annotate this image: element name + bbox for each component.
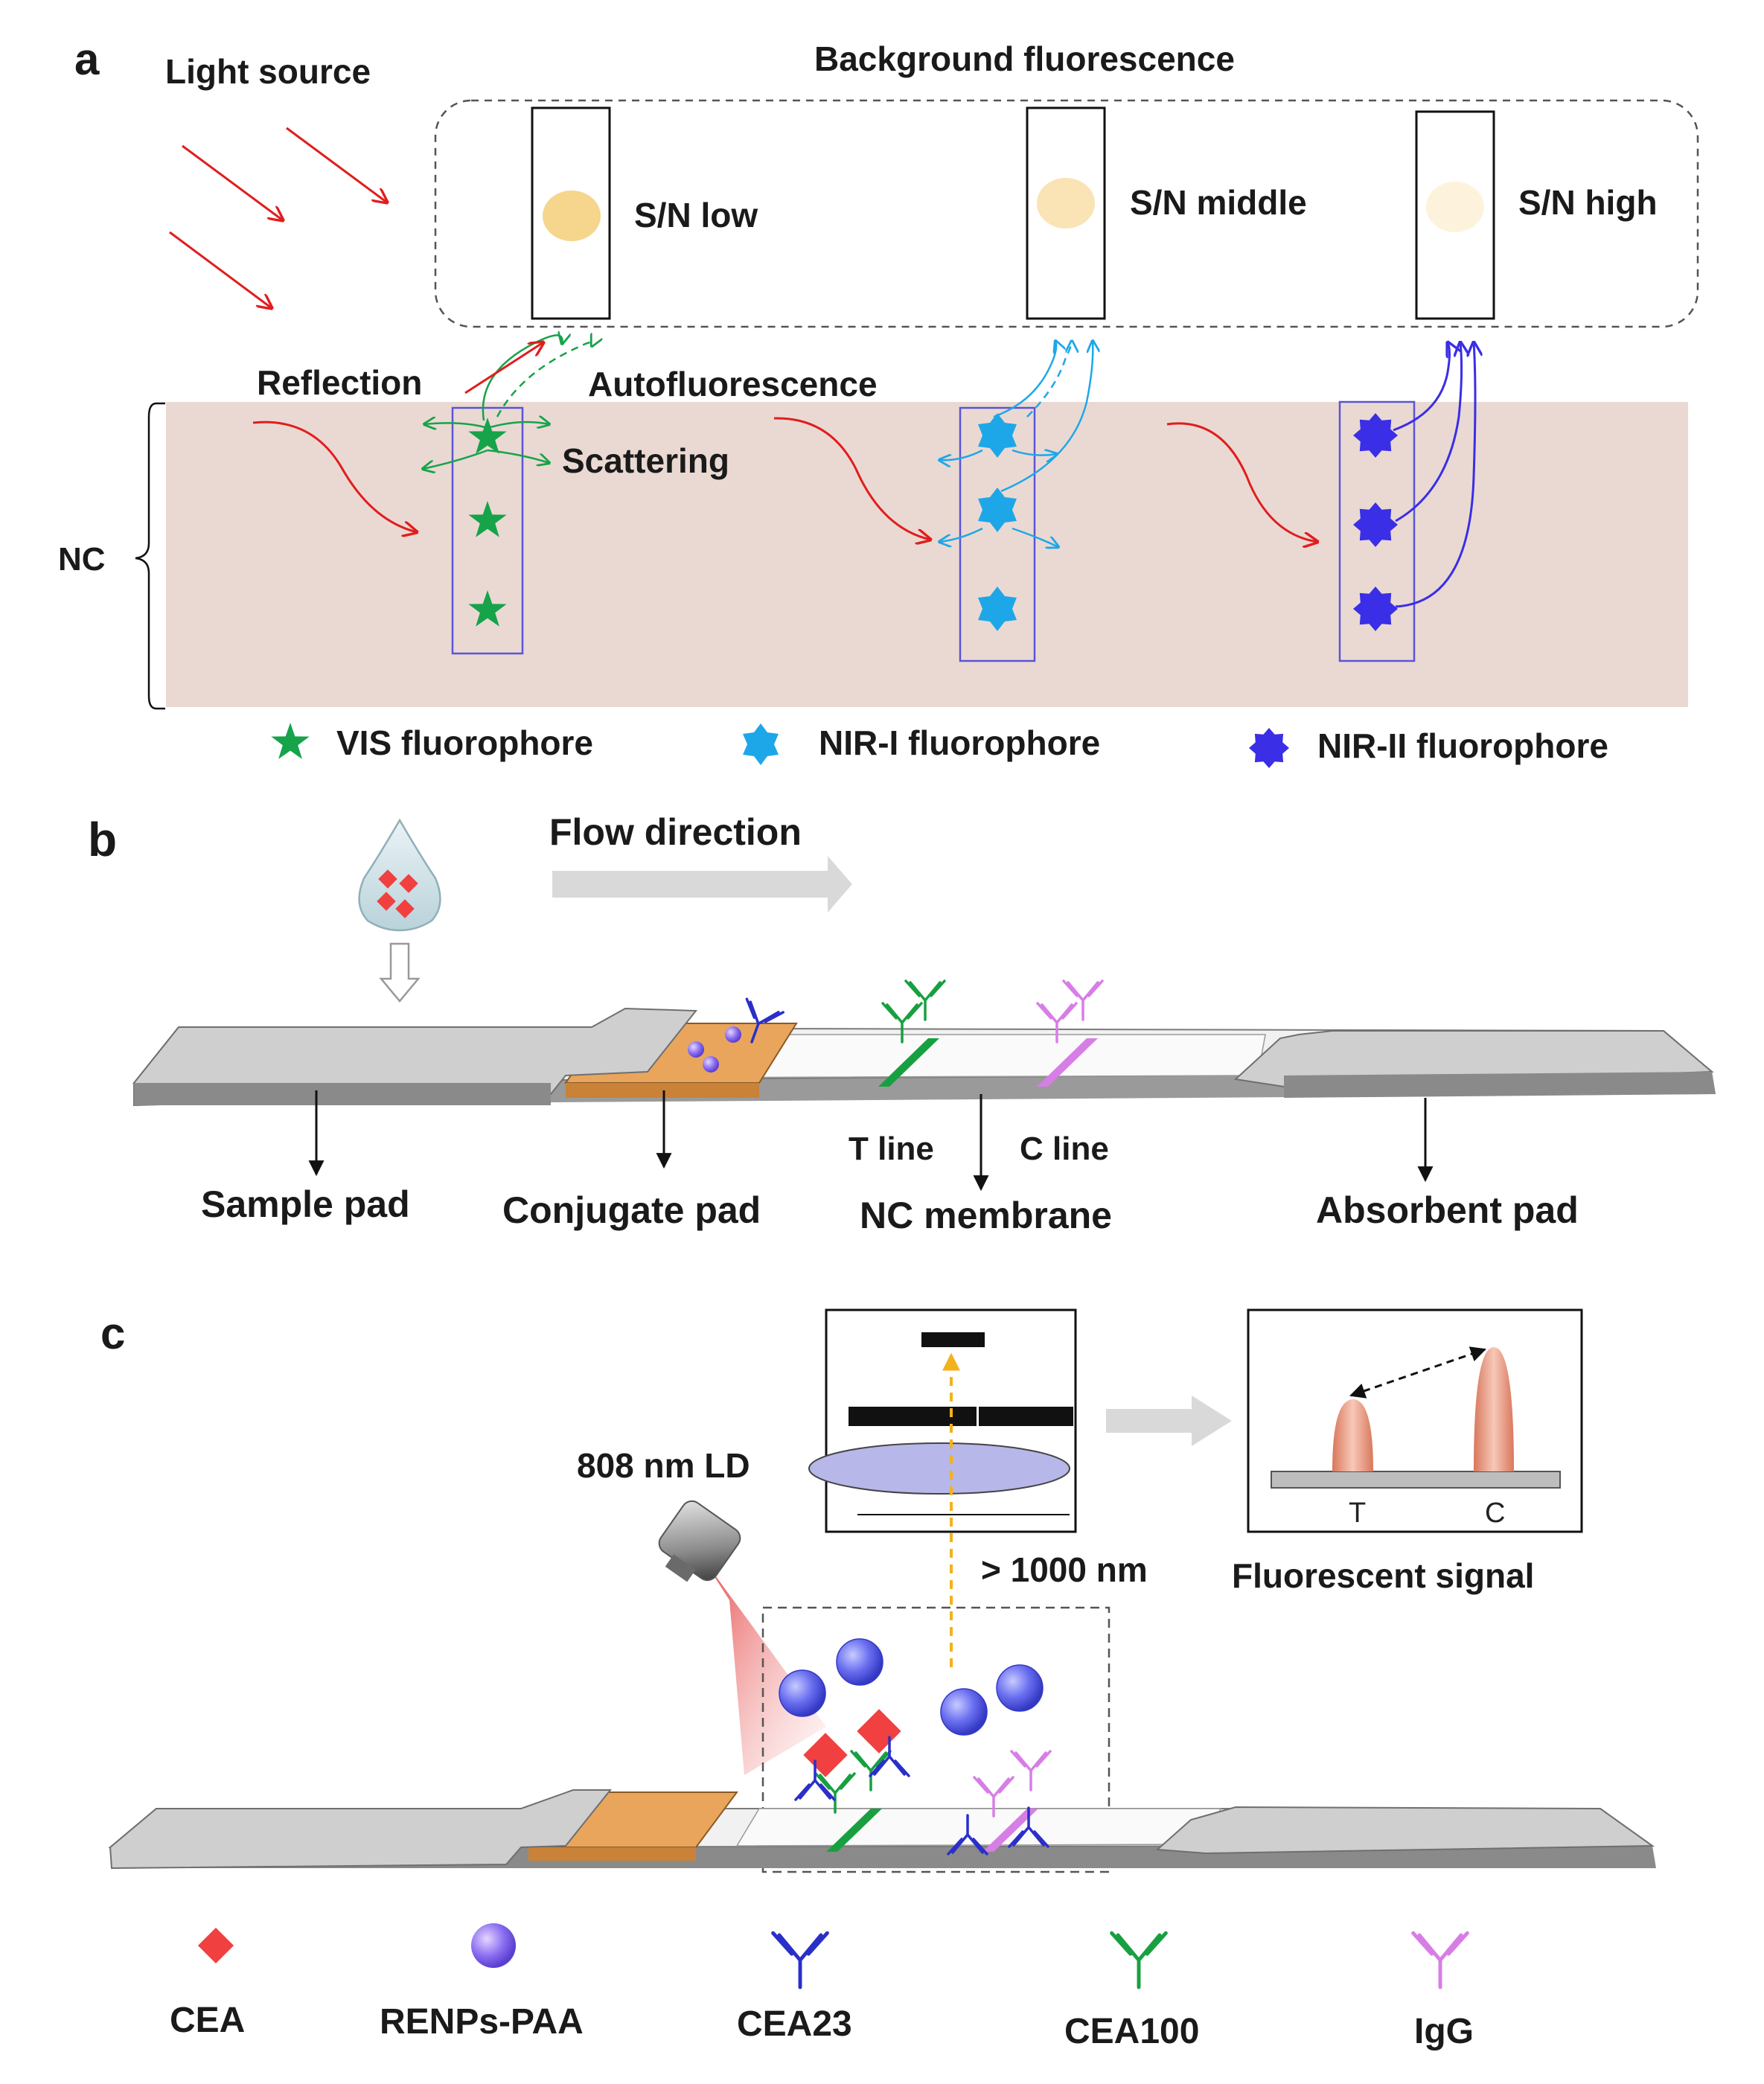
light-source-label: Light source <box>165 52 371 91</box>
reflection-label: Reflection <box>257 363 422 402</box>
legend-igg: IgG <box>1413 1933 1474 2051</box>
flow-direction-label: Flow direction <box>549 811 802 853</box>
renps-sphere-icon <box>471 1923 516 1968</box>
c-line-shape <box>1037 1038 1098 1087</box>
nc-brace <box>135 402 165 710</box>
nir1-test-zone <box>959 406 1036 662</box>
autofluorescence-label: Autofluorescence <box>588 365 878 403</box>
detector-strip-middle <box>1026 106 1106 320</box>
t-line-label: T line <box>849 1131 934 1167</box>
legend-nir2-label: NIR-II fluorophore <box>1317 726 1608 765</box>
detector-box <box>808 1308 1077 1533</box>
wavelength-label: > 1000 nm <box>981 1550 1148 1589</box>
background-fluorescence-box <box>434 99 1699 328</box>
excitation-curves <box>252 417 1317 542</box>
sn-high-label: S/N high <box>1518 183 1658 222</box>
legend-vis-label: VIS fluorophore <box>336 723 593 762</box>
panel-c-letter: c <box>100 1308 125 1358</box>
c-axis-label: C <box>1485 1498 1505 1529</box>
nc-membrane-band <box>166 402 1688 707</box>
panel-a-letter: a <box>74 34 100 84</box>
panel-b-letter: b <box>88 813 117 866</box>
legend-nir1-label: NIR-I fluorophore <box>819 723 1100 762</box>
flow-direction-arrow <box>552 856 852 912</box>
strip-pointers <box>308 1090 1434 1192</box>
sample-droplet-icon <box>358 818 441 932</box>
nir2-emission-arrows <box>1393 342 1475 608</box>
nir1-fluorophores <box>978 413 1017 631</box>
laser-diode-icon <box>658 1500 826 1775</box>
zoom-box <box>761 1606 1111 1873</box>
nir1-star-icon <box>743 723 779 765</box>
signal-box: T C <box>1247 1308 1583 1533</box>
sn-middle-label: S/N middle <box>1130 183 1307 222</box>
conjugate-pad-label: Conjugate pad <box>502 1189 761 1231</box>
c-line-label: C line <box>1020 1131 1109 1167</box>
sample-drop-arrow <box>379 942 421 1003</box>
legend-cea23: CEA23 <box>737 1933 852 2044</box>
nir1-emission-arrows <box>939 341 1093 547</box>
t-peak <box>1332 1399 1373 1471</box>
sample-pad-label: Sample pad <box>201 1183 410 1225</box>
vis-star-icon <box>271 723 310 759</box>
lateral-flow-strip-c <box>108 1789 1656 1870</box>
panel-b: b Flow direction <box>88 811 1716 1236</box>
nc-membrane-label: NC membrane <box>860 1195 1112 1236</box>
cea23-antibody-icon <box>773 1933 828 1987</box>
detector-strip-high <box>1415 110 1495 320</box>
lateral-flow-strip <box>132 1007 1716 1107</box>
laser-label: 808 nm LD <box>577 1446 750 1485</box>
legend-renps-label: RENPs-PAA <box>380 2002 584 2042</box>
nir2-test-zone <box>1338 400 1416 662</box>
legend-nir1: NIR-I fluorophore <box>743 723 1100 765</box>
legend-cea100: CEA100 <box>1064 1933 1199 2051</box>
conjugate-particles <box>688 997 784 1073</box>
immune-complexes <box>779 1638 1052 1856</box>
legend-cea-label: CEA <box>170 2001 245 2040</box>
light-rays <box>169 127 387 308</box>
t-line-shape <box>878 1038 939 1087</box>
signal-transfer-arrow <box>1106 1396 1232 1446</box>
legend-cea100-label: CEA100 <box>1064 2012 1199 2051</box>
panel-c: c T C 808 nm LD > 1000 nm Fluor <box>100 1308 1656 2051</box>
fluorescent-signal-label: Fluorescent signal <box>1232 1556 1534 1595</box>
cea-diamond-icon <box>197 1927 234 1964</box>
vis-fluorophores <box>468 418 507 627</box>
nc-label: NC <box>58 541 106 578</box>
legend-igg-label: IgG <box>1414 2012 1474 2051</box>
legend-renps: RENPs-PAA <box>380 1923 584 2042</box>
nir2-star-icon <box>1249 728 1289 768</box>
cea100-antibody-icon <box>1112 1933 1166 1987</box>
background-fluorescence-label: Background fluorescence <box>814 39 1235 78</box>
igg-antibody-icon <box>1413 1933 1468 1987</box>
reflection-arrow <box>464 342 543 394</box>
nir2-fluorophores <box>1353 413 1398 631</box>
panel-a: a Light source Background fluorescence S… <box>58 34 1699 768</box>
legend-vis: VIS fluorophore <box>271 723 593 762</box>
legend-nir2: NIR-II fluorophore <box>1249 726 1608 768</box>
detector-strip-low <box>531 106 611 320</box>
sn-low-label: S/N low <box>634 196 758 234</box>
legend-cea23-label: CEA23 <box>737 2004 852 2044</box>
scattering-label: Scattering <box>562 441 729 480</box>
t-axis-label: T <box>1349 1498 1366 1529</box>
vis-scattering-arrows <box>423 335 592 469</box>
legend-cea: CEA <box>170 1927 245 2040</box>
vis-test-zone <box>451 406 524 655</box>
absorbent-pad-label: Absorbent pad <box>1316 1189 1579 1231</box>
